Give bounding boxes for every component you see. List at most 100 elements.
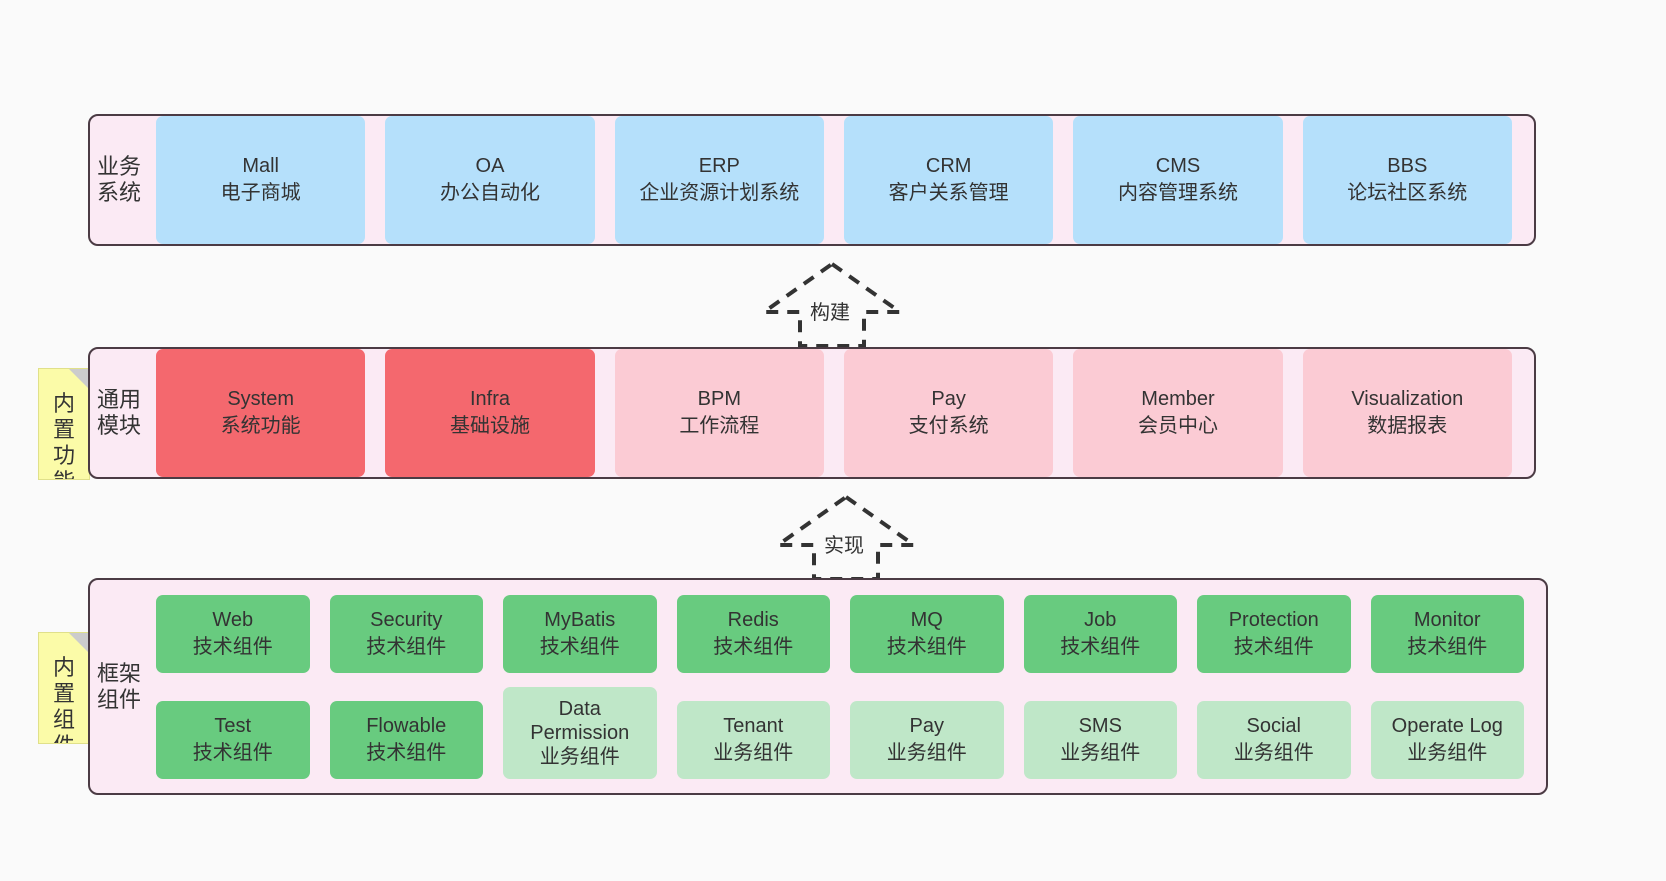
card-title: Security [370, 608, 443, 631]
card-subtitle: 业务组件 [1407, 741, 1488, 764]
card-subtitle: 内容管理系统 [1117, 182, 1238, 204]
module-card-infra[interactable]: Infra 基础设施 [385, 349, 595, 477]
business-card-erp[interactable]: ERP 企业资源计划系统 [614, 116, 824, 244]
framework-card-redis[interactable]: Redis 技术组件 [676, 594, 830, 673]
card-title: Operate Log [1391, 714, 1503, 737]
implement-arrow-icon [771, 494, 921, 581]
card-subtitle: 技术组件 [192, 635, 273, 658]
card-subtitle: 技术组件 [713, 635, 794, 658]
card-subtitle: 技术组件 [539, 635, 620, 658]
card-title: ERP [698, 155, 740, 177]
card-title: Flowable [366, 714, 447, 737]
card-title: Test [214, 714, 252, 737]
card-title: BPM [697, 388, 741, 410]
card-subtitle: 企业资源计划系统 [639, 182, 800, 204]
business-card-list: Mall 电子商城 OA 办公自动化 ERP 企业资源计划系统 CRM 客户关系… [142, 116, 1534, 244]
card-title: Protection [1228, 608, 1319, 631]
module-card-system[interactable]: System 系统功能 [156, 349, 366, 477]
card-subtitle: 业务组件 [713, 741, 794, 764]
layer-business-title: 业务系统 [96, 154, 141, 205]
business-card-cms[interactable]: CMS 内容管理系统 [1073, 116, 1283, 244]
framework-card-data-permission[interactable]: Data Permission 业务组件 [503, 686, 657, 779]
business-card-bbs[interactable]: BBS 论坛社区系统 [1302, 116, 1512, 244]
card-subtitle: 技术组件 [366, 741, 447, 764]
card-subtitle: 技术组件 [366, 635, 447, 658]
note-fold-corner [69, 633, 89, 653]
module-card-pay[interactable]: Pay 支付系统 [843, 349, 1054, 477]
card-title: Member [1141, 388, 1215, 410]
framework-card-security[interactable]: Security 技术组件 [329, 594, 483, 673]
card-title: OA [475, 155, 505, 177]
card-title: Mall [242, 155, 279, 177]
note-builtin-feature: 内置功能 [38, 368, 90, 480]
framework-card-mybatis[interactable]: MyBatis 技术组件 [503, 594, 657, 673]
card-subtitle: 技术组件 [1233, 635, 1314, 658]
framework-row-1: Web 技术组件 Security 技术组件 MyBatis 技术组件 Redi… [146, 594, 1534, 673]
module-card-bpm[interactable]: BPM 工作流程 [614, 349, 824, 477]
framework-card-operate-log[interactable]: Operate Log 业务组件 [1370, 700, 1524, 779]
card-subtitle: 系统功能 [220, 415, 301, 437]
connector-build-label: 构建 [810, 302, 850, 324]
layer-module-title: 通用模块 [96, 387, 141, 438]
card-title: Web [212, 608, 254, 631]
module-card-member[interactable]: Member 会员中心 [1073, 349, 1283, 477]
card-title: MyBatis [544, 608, 616, 631]
layer-business-systems: 业务系统 Mall 电子商城 OA 办公自动化 ERP 企业资源计划系统 CRM… [88, 114, 1536, 246]
card-title: MQ [910, 608, 943, 631]
framework-card-sms[interactable]: SMS 业务组件 [1023, 700, 1177, 779]
framework-card-grid: Web 技术组件 Security 技术组件 MyBatis 技术组件 Redi… [142, 580, 1546, 793]
business-card-oa[interactable]: OA 办公自动化 [385, 116, 595, 244]
framework-card-pay[interactable]: Pay 业务组件 [850, 700, 1004, 779]
card-title: Visualization [1351, 388, 1464, 410]
framework-card-web[interactable]: Web 技术组件 [156, 594, 310, 673]
card-subtitle: 电子商城 [220, 182, 301, 204]
connector-implement-label: 实现 [824, 535, 864, 557]
card-title: Monitor [1413, 608, 1481, 631]
card-title: Redis [727, 608, 779, 631]
card-subtitle: 业务组件 [886, 741, 967, 764]
card-title: Pay [931, 388, 966, 410]
module-card-visualization[interactable]: Visualization 数据报表 [1302, 349, 1512, 477]
card-subtitle: 支付系统 [908, 415, 989, 437]
card-subtitle: 客户关系管理 [888, 182, 1009, 204]
card-subtitle: 会员中心 [1137, 415, 1218, 437]
layer-framework-components: 框架组件 Web 技术组件 Security 技术组件 MyBatis 技术组件… [88, 578, 1548, 795]
card-subtitle: 基础设施 [449, 415, 530, 437]
note-label: 内置组件 [52, 655, 75, 743]
card-subtitle: 业务组件 [1233, 741, 1314, 764]
card-title: Data Permission [530, 697, 630, 744]
card-title: BBS [1387, 155, 1428, 177]
framework-row-2: Test 技术组件 Flowable 技术组件 Data Permission … [146, 686, 1534, 779]
framework-card-social[interactable]: Social 业务组件 [1197, 700, 1351, 779]
card-title: System [227, 388, 294, 410]
card-subtitle: 论坛社区系统 [1347, 182, 1468, 204]
connector-implement-arrow: 实现 [766, 491, 926, 583]
card-title: Pay [909, 714, 944, 737]
card-subtitle: 工作流程 [679, 415, 760, 437]
framework-card-job[interactable]: Job 技术组件 [1023, 594, 1177, 673]
card-title: Tenant [723, 714, 784, 737]
note-label: 内置功能 [52, 391, 75, 479]
card-subtitle: 技术组件 [886, 635, 967, 658]
framework-card-tenant[interactable]: Tenant 业务组件 [676, 700, 830, 779]
business-card-crm[interactable]: CRM 客户关系管理 [843, 116, 1054, 244]
card-subtitle: 办公自动化 [439, 182, 540, 204]
card-subtitle: 数据报表 [1367, 415, 1448, 437]
card-title: Job [1084, 608, 1117, 631]
framework-card-test[interactable]: Test 技术组件 [156, 700, 310, 779]
framework-card-mq[interactable]: MQ 技术组件 [850, 594, 1004, 673]
framework-card-flowable[interactable]: Flowable 技术组件 [329, 700, 483, 779]
note-fold-corner [69, 369, 89, 389]
business-card-mall[interactable]: Mall 电子商城 [156, 116, 366, 244]
framework-card-protection[interactable]: Protection 技术组件 [1197, 594, 1351, 673]
card-subtitle: 业务组件 [1060, 741, 1141, 764]
card-title: CMS [1155, 155, 1201, 177]
framework-card-monitor[interactable]: Monitor 技术组件 [1370, 594, 1524, 673]
note-builtin-component: 内置组件 [38, 632, 90, 744]
layer-framework-title: 框架组件 [96, 660, 141, 712]
build-arrow-icon [757, 261, 907, 348]
card-subtitle: 业务组件 [539, 745, 620, 768]
card-title: Infra [469, 388, 510, 410]
card-subtitle: 技术组件 [1060, 635, 1141, 658]
